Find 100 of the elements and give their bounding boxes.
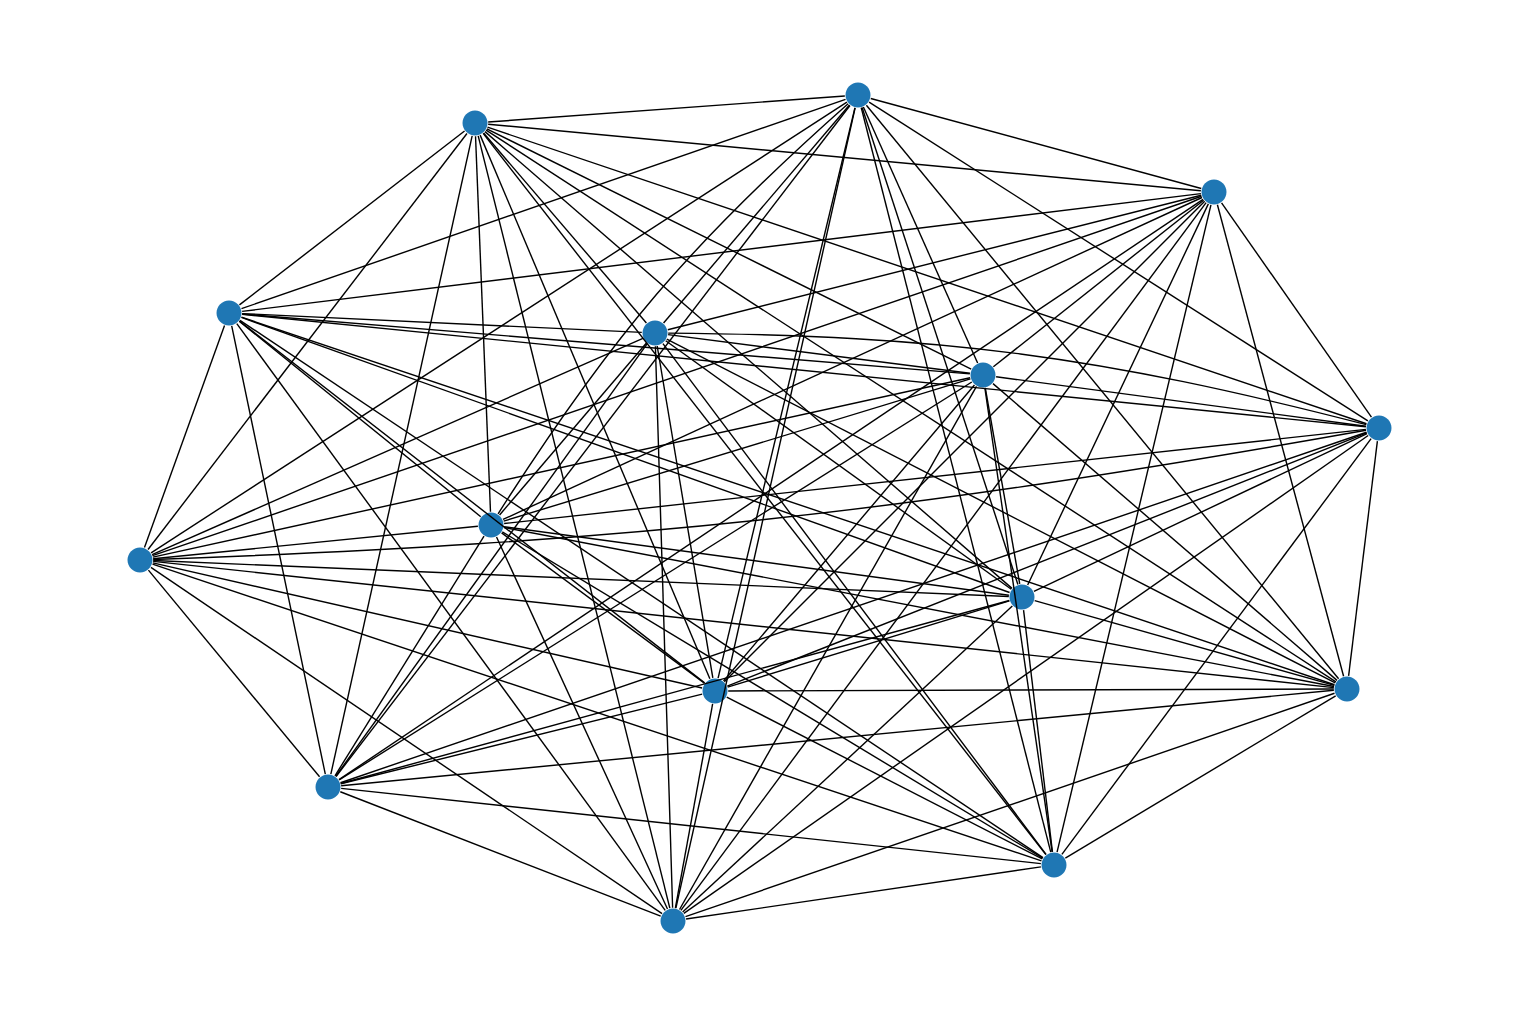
graph-node bbox=[1366, 415, 1392, 441]
graph-node bbox=[127, 547, 153, 573]
edge-line bbox=[678, 385, 978, 911]
edge-line bbox=[654, 345, 674, 909]
edge-line bbox=[335, 104, 851, 778]
edge-line bbox=[340, 787, 1042, 865]
edge-line bbox=[1220, 202, 1373, 418]
edge-line bbox=[151, 337, 644, 556]
edge-line bbox=[726, 600, 1011, 688]
edge-line bbox=[339, 791, 662, 917]
edge-line bbox=[680, 201, 1207, 912]
edge-line bbox=[486, 126, 1368, 425]
edge-line bbox=[340, 693, 703, 785]
edge-line bbox=[151, 195, 1203, 557]
edge-line bbox=[726, 696, 1043, 860]
edge-line bbox=[152, 429, 1367, 561]
edge-line bbox=[497, 103, 849, 515]
graph-node bbox=[1041, 852, 1067, 878]
edge-line bbox=[861, 106, 1019, 586]
edge-line bbox=[340, 599, 1010, 785]
edge-line bbox=[503, 428, 1367, 525]
edge-line bbox=[667, 333, 971, 374]
edge-line bbox=[722, 384, 976, 682]
edge-line bbox=[656, 345, 714, 679]
edge-line bbox=[479, 134, 711, 680]
edge-line bbox=[338, 198, 1204, 781]
graph-node bbox=[315, 774, 341, 800]
edge-line bbox=[334, 535, 485, 777]
edge-line bbox=[723, 200, 1206, 683]
edge-line bbox=[150, 101, 848, 554]
graph-node bbox=[642, 320, 668, 346]
edge-line bbox=[338, 381, 973, 781]
edge-line bbox=[485, 129, 1337, 683]
edge-line bbox=[984, 387, 1053, 853]
edge-line bbox=[662, 104, 851, 324]
edge-line bbox=[503, 526, 1010, 596]
edge-line bbox=[152, 525, 479, 560]
edge-line bbox=[500, 532, 706, 684]
edge-line bbox=[495, 536, 669, 910]
edge-line bbox=[865, 104, 1340, 680]
edge-line bbox=[674, 703, 714, 909]
graph-node bbox=[478, 512, 504, 538]
edge-line bbox=[340, 689, 1335, 787]
edge-line bbox=[152, 377, 971, 558]
edge-line bbox=[681, 605, 1014, 913]
edge-line bbox=[665, 340, 1012, 590]
edge-line bbox=[1033, 432, 1368, 593]
edge-line bbox=[241, 313, 971, 375]
edge-line bbox=[236, 322, 666, 912]
edge-line bbox=[474, 135, 492, 513]
edge-line bbox=[240, 316, 1336, 686]
edge-line bbox=[1022, 609, 1054, 853]
edge-line bbox=[662, 342, 1047, 856]
edge-line bbox=[685, 866, 1042, 920]
edge-line bbox=[1216, 204, 1345, 677]
edge-line bbox=[1061, 437, 1372, 856]
graph-node bbox=[1009, 584, 1035, 610]
edge-line bbox=[484, 130, 1013, 590]
edge-line bbox=[240, 98, 847, 310]
edge-line bbox=[241, 192, 1202, 313]
graph-node bbox=[1334, 676, 1360, 702]
edge-line bbox=[1034, 599, 1335, 687]
edge-line bbox=[238, 320, 706, 684]
edge-line bbox=[152, 559, 1010, 598]
edge-line bbox=[238, 130, 466, 306]
edge-line bbox=[487, 123, 1202, 192]
edge-line bbox=[147, 132, 468, 551]
edge-line bbox=[147, 569, 321, 778]
edge-line bbox=[502, 378, 972, 522]
edge-line bbox=[870, 97, 1202, 190]
edge-line bbox=[339, 431, 1368, 784]
edge-line bbox=[502, 196, 1203, 521]
graph-node bbox=[1201, 179, 1227, 205]
edge-line bbox=[150, 566, 663, 915]
edge-line bbox=[501, 531, 1044, 859]
edge-line bbox=[992, 199, 1205, 368]
edge-line bbox=[726, 432, 1368, 687]
edge-line bbox=[684, 692, 1336, 918]
edge-line bbox=[335, 343, 648, 777]
edge-line bbox=[1026, 203, 1210, 586]
edge-line bbox=[862, 106, 979, 364]
graph-node bbox=[845, 82, 871, 108]
edge-line bbox=[240, 316, 1011, 594]
graph-node bbox=[970, 362, 996, 388]
edge-line bbox=[1064, 695, 1337, 859]
edge-line bbox=[152, 560, 1335, 689]
edge-line bbox=[330, 135, 473, 775]
edge-line bbox=[666, 338, 1336, 684]
edge-line bbox=[498, 342, 648, 516]
edge-line bbox=[482, 132, 648, 324]
edge-line bbox=[239, 319, 1044, 859]
graph-node bbox=[462, 110, 488, 136]
edge-line bbox=[727, 688, 1335, 692]
edge-line bbox=[482, 132, 1047, 856]
edge-line bbox=[683, 434, 1369, 915]
edge-line bbox=[477, 135, 671, 909]
edge-line bbox=[486, 128, 972, 370]
graph-node bbox=[660, 908, 686, 934]
edge-line bbox=[860, 107, 1052, 853]
edge-line bbox=[231, 325, 326, 775]
